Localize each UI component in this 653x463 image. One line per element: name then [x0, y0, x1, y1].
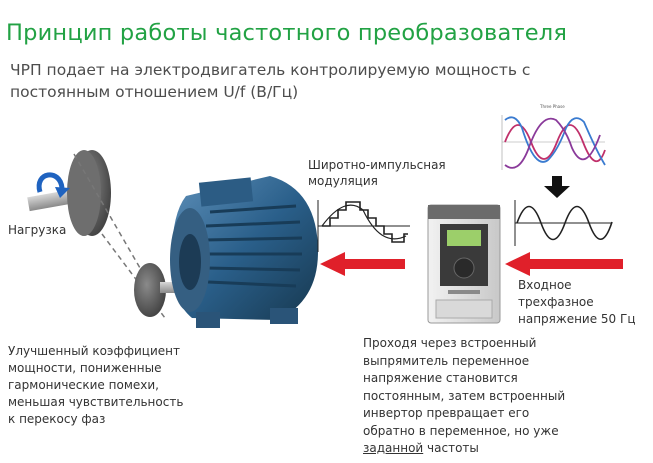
- electric-motor: [170, 176, 318, 328]
- input-label-line-3: напряжение 50 Гц: [518, 312, 636, 326]
- frequency-converter-device: [427, 204, 501, 324]
- operation-description: Проходя через встроенный выпрямитель пер…: [363, 335, 565, 458]
- pwm-waveform: [317, 200, 410, 252]
- benefits-line-2: мощности, пониженные: [8, 361, 162, 375]
- sine-waveform: [514, 200, 613, 246]
- benefits-text: Улучшенный коэффициент мощности, понижен…: [8, 343, 183, 428]
- projection-lines: [73, 153, 166, 319]
- subtitle-line-2: постоянным отношением U/f (В/Гц): [10, 83, 299, 101]
- benefits-line-3: гармонические помехи,: [8, 378, 159, 392]
- operation-line-1: Проходя через встроенный: [363, 336, 537, 350]
- load-assembly: [27, 150, 111, 236]
- operation-line-7: заданной частоты: [363, 440, 565, 458]
- benefits-line-4: меньшая чувствительность: [8, 395, 184, 409]
- input-label-line-1: Входное: [518, 278, 572, 292]
- operation-underlined-word: заданной: [363, 441, 424, 455]
- power-flow-arrow-motor: [320, 252, 405, 276]
- input-voltage-label: Входное трехфазное напряжение 50 Гц: [518, 277, 636, 328]
- load-label: Нагрузка: [8, 223, 67, 237]
- subtitle-line-1: ЧРП подает на электродвигатель контролир…: [10, 61, 531, 79]
- benefits-line-1: Улучшенный коэффициент: [8, 344, 180, 358]
- subtitle: ЧРП подает на электродвигатель контролир…: [10, 59, 530, 103]
- operation-line-7-rest: частоты: [423, 441, 479, 455]
- benefits-line-5: к перекосу фаз: [8, 412, 106, 426]
- pwm-label-line-1: Широтно-импульсная: [308, 158, 446, 172]
- pwm-label-line-2: модуляция: [308, 174, 378, 188]
- three-phase-chart-title: Three Phase: [540, 104, 565, 109]
- rotation-arrow-icon: [36, 172, 70, 198]
- operation-line-6: обратно в переменное, но уже: [363, 423, 559, 438]
- input-label-line-2: трехфазное: [518, 295, 594, 309]
- down-arrow-icon: [544, 176, 570, 198]
- three-phase-chart: [501, 115, 606, 170]
- operation-line-4: постоянным, затем встроенный: [363, 388, 566, 403]
- operation-line-3: напряжение становится: [363, 371, 518, 385]
- power-flow-arrow-input: [505, 252, 623, 276]
- operation-line-5: инвертор превращает его: [363, 406, 530, 420]
- page-title: Принцип работы частотного преобразовател…: [6, 20, 568, 46]
- pwm-label: Широтно-импульсная модуляция: [308, 157, 446, 189]
- operation-line-2: выпрямитель переменное: [363, 353, 530, 368]
